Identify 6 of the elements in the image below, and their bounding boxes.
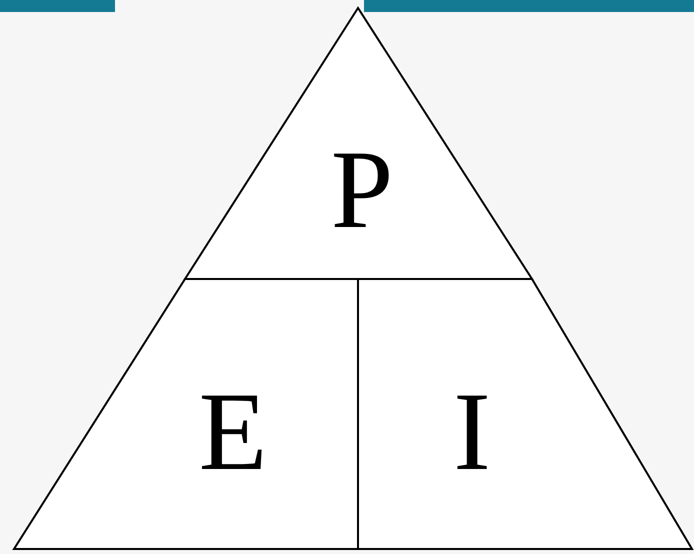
triangle-section xyxy=(185,8,532,279)
triangle-section xyxy=(14,279,358,549)
formula-letter: E xyxy=(198,376,268,488)
triangle-section xyxy=(358,279,692,549)
formula-letter: P xyxy=(330,134,394,246)
formula-letter: I xyxy=(453,376,491,488)
